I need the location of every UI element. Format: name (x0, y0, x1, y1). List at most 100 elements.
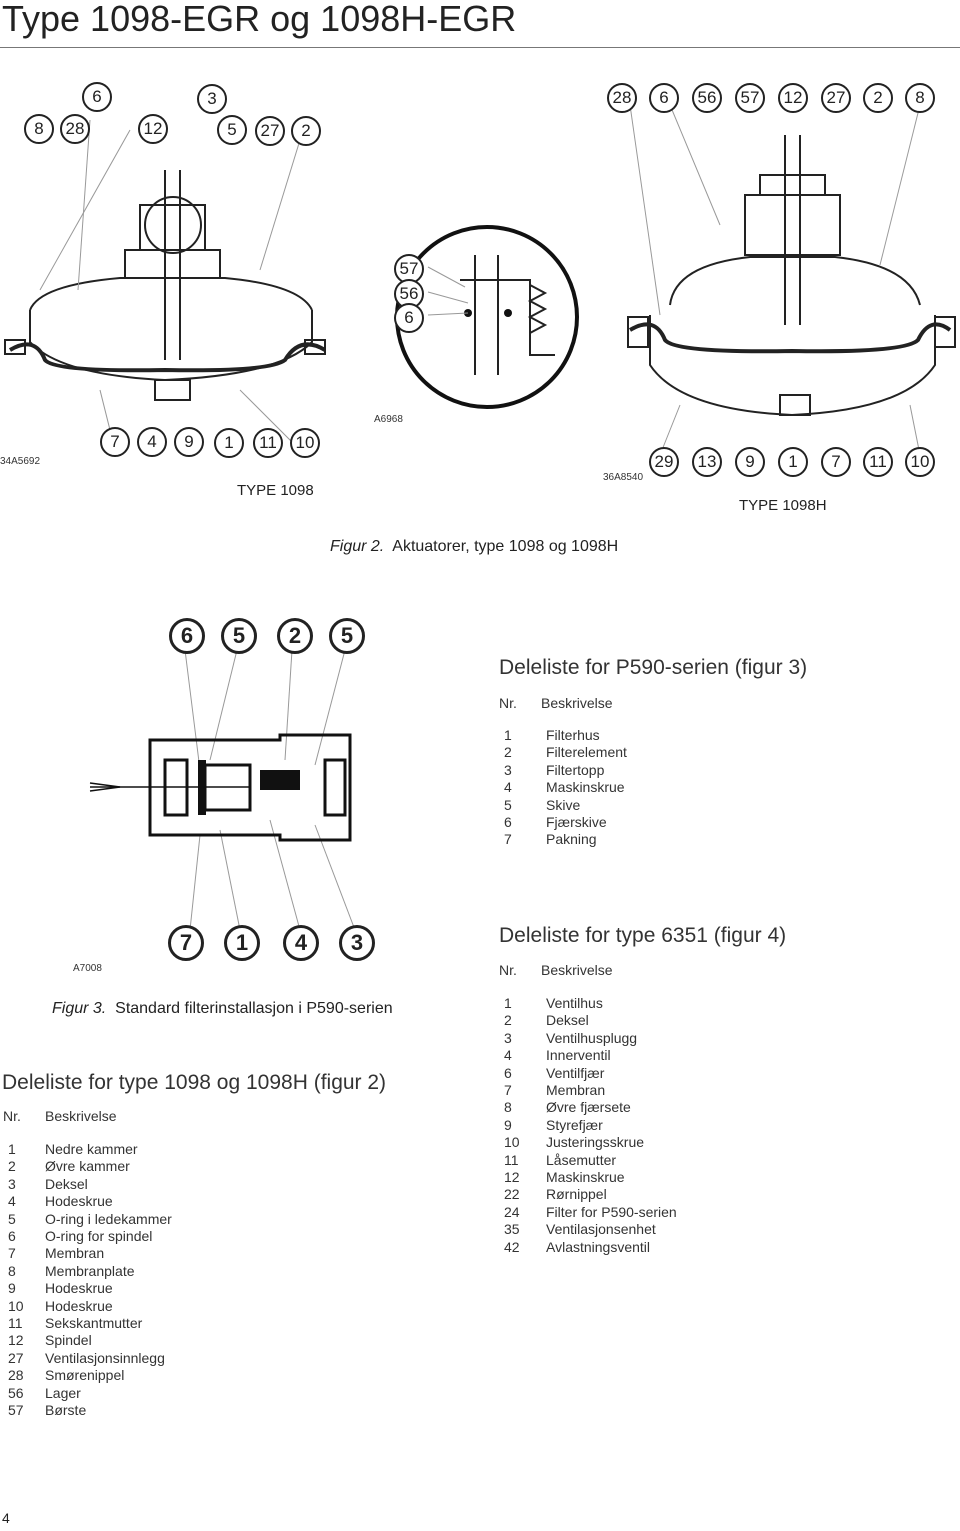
part-nr: 10 (504, 1134, 520, 1151)
part-nr: 3 (8, 1175, 16, 1192)
callout-5: 5 (221, 618, 257, 654)
figure3-caption: Figur 3. Standard filterinstallasjon i P… (52, 1000, 393, 1018)
callout-27: 27 (255, 116, 285, 146)
list-item: 12 Maskinskrue (504, 1169, 677, 1186)
callout-6: 6 (169, 618, 205, 654)
part-nr: 1 (504, 995, 512, 1011)
parts-p590-header: Nr.Beskrivelse (499, 695, 613, 711)
part-nr: 2 (504, 744, 512, 761)
parts-1098-header: Nr.Beskrivelse (3, 1108, 117, 1124)
part-desc: Skive (546, 796, 581, 813)
part-desc: Membranplate (45, 1262, 135, 1279)
callout-28: 28 (60, 114, 90, 144)
parts-1098-heading: Deleliste for type 1098 og 1098H (figur … (2, 1071, 387, 1094)
part-desc: Ventilhusplugg (546, 1029, 638, 1046)
drawing-code-right: 36A8540 (603, 472, 644, 483)
list-item: 3 Ventilhusplugg (504, 1030, 677, 1047)
part-nr: 2 (8, 1158, 16, 1175)
part-desc: Rørnippel (546, 1186, 607, 1203)
figure2-caption-label: Figur 2. (330, 538, 385, 555)
part-nr: 6 (8, 1228, 16, 1245)
part-desc: Sekskantmutter (45, 1315, 143, 1332)
figure2-detail-drawing (395, 225, 579, 409)
part-desc: Lager (45, 1384, 81, 1401)
part-nr: 11 (8, 1315, 23, 1332)
callout-27: 27 (821, 83, 851, 113)
part-desc: Fjærskive (546, 814, 607, 831)
part-desc: Smørenippel (45, 1367, 125, 1384)
callout-9: 9 (174, 427, 204, 457)
part-nr: 6 (504, 1064, 512, 1081)
callout-2: 2 (291, 116, 321, 146)
part-nr: 12 (504, 1169, 520, 1186)
type-1098h-label: TYPE 1098H (739, 497, 827, 514)
callout-2: 2 (277, 618, 313, 654)
part-desc: Maskinskrue (546, 1169, 625, 1186)
callout-6: 6 (649, 83, 679, 113)
callout-56: 56 (692, 83, 722, 113)
figure3-filter-drawing (89, 649, 356, 931)
callout-7: 7 (100, 427, 130, 457)
callout-7: 7 (821, 447, 851, 477)
list-item: 6 Ventilfjær (504, 1065, 677, 1082)
callout-5: 5 (329, 618, 365, 654)
callout-7: 7 (168, 925, 204, 961)
callout-12: 12 (138, 114, 168, 144)
part-desc: Låsemutter (546, 1151, 617, 1168)
page-number: 4 (2, 1510, 10, 1526)
col-nr: Nr. (499, 962, 517, 978)
part-desc: Membran (45, 1245, 105, 1262)
part-nr: 42 (504, 1238, 520, 1255)
part-nr: 7 (8, 1245, 16, 1262)
figure2-caption: Figur 2. Aktuatorer, type 1098 og 1098H (330, 538, 618, 556)
part-desc: Ventilfjær (546, 1064, 605, 1081)
callout-13: 13 (692, 447, 722, 477)
callout-4: 4 (283, 925, 319, 961)
part-nr: 10 (8, 1297, 24, 1314)
callout-4: 4 (137, 427, 167, 457)
callout-11: 11 (863, 447, 893, 477)
list-item: 2 Filterelement (504, 744, 627, 761)
parts-6351-header: Nr.Beskrivelse (499, 962, 613, 978)
part-desc: Filterelement (546, 744, 627, 761)
part-desc: Ventilasjonsinnlegg (45, 1349, 165, 1366)
header-rule (0, 47, 960, 48)
col-desc: Beskrivelse (541, 695, 613, 711)
part-nr: 56 (8, 1384, 24, 1401)
callout-6: 6 (82, 82, 112, 112)
part-desc: Børste (45, 1402, 87, 1419)
part-desc: Pakning (546, 831, 597, 848)
list-item: 56 Lager (8, 1385, 172, 1402)
part-nr: 57 (8, 1402, 24, 1419)
part-nr: 4 (504, 1047, 512, 1064)
callout-1: 1 (778, 447, 808, 477)
part-desc: Membran (546, 1082, 606, 1099)
part-desc: Ventilasjonsenhet (546, 1221, 656, 1238)
callout-10: 10 (290, 428, 320, 458)
callout-10: 10 (905, 447, 935, 477)
callout-9: 9 (735, 447, 765, 477)
part-desc: Maskinskrue (546, 779, 625, 796)
part-nr: 7 (504, 831, 512, 848)
part-nr: 3 (504, 1029, 512, 1046)
callout-8: 8 (905, 83, 935, 113)
part-nr: 24 (504, 1203, 520, 1220)
part-nr: 5 (8, 1210, 16, 1227)
part-nr: 11 (504, 1151, 519, 1168)
part-nr: 6 (504, 814, 512, 831)
col-desc: Beskrivelse (45, 1108, 117, 1124)
part-nr: 35 (504, 1221, 520, 1238)
part-desc: Filterhus (546, 727, 600, 743)
